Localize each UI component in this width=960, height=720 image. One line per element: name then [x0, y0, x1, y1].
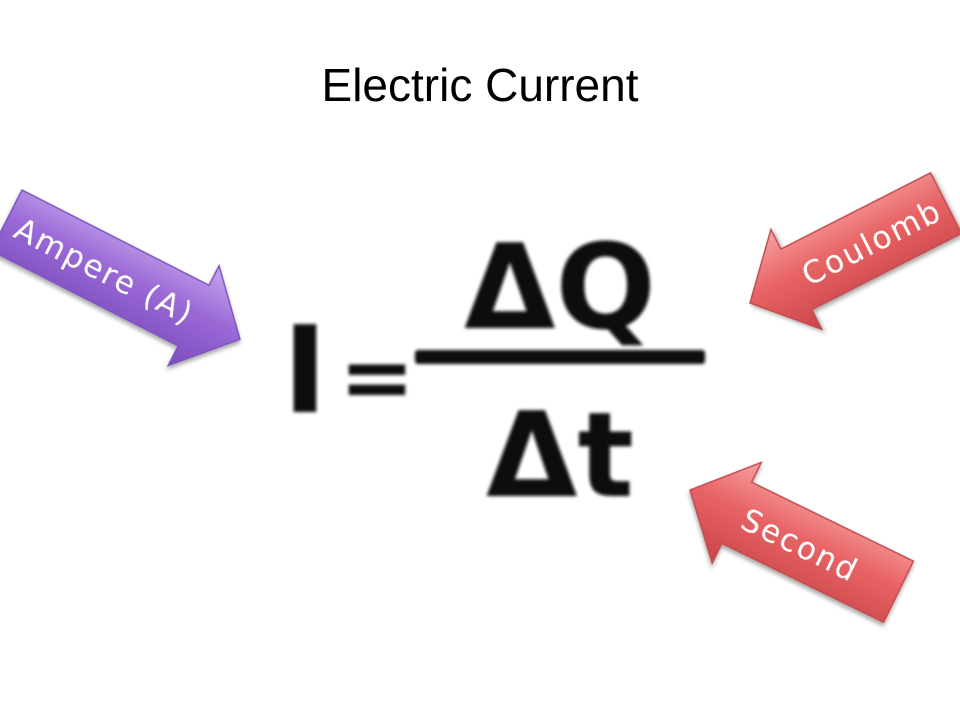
ampere-label: Ampere (A) — [8, 211, 199, 332]
coulomb-arrow-shape: Coulomb — [749, 171, 960, 331]
current-formula: I = ΔQ Δt — [265, 200, 715, 510]
ampere-arrow-shape: Ampere (A) — [0, 188, 241, 367]
fraction-bar — [415, 350, 705, 364]
formula-numerator: ΔQ — [464, 218, 656, 356]
second-label: Second — [735, 502, 864, 590]
formula-denominator: Δt — [486, 386, 634, 510]
formula-lhs: I — [283, 302, 328, 441]
slide-title: Electric Current — [321, 59, 639, 111]
coulomb-label: Coulomb — [796, 193, 948, 294]
formula-graphic: I = ΔQ Δt — [283, 218, 705, 510]
formula-equals: = — [339, 325, 414, 430]
